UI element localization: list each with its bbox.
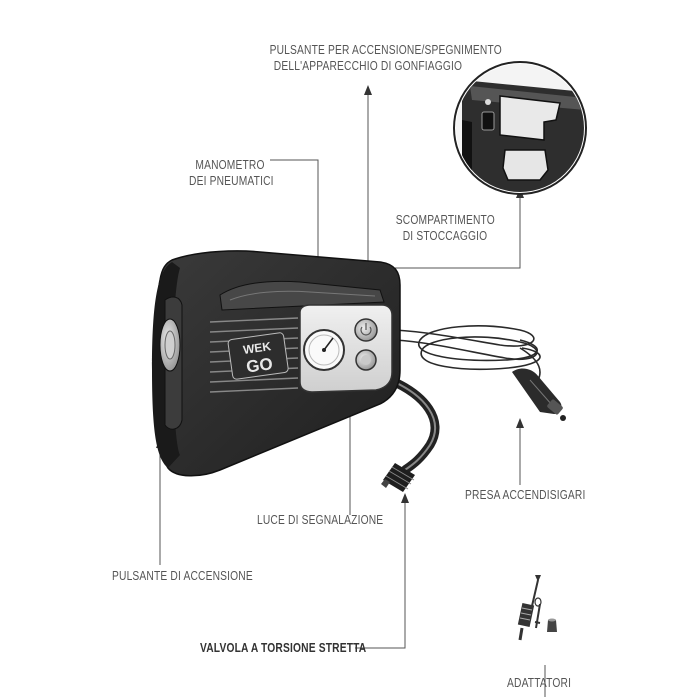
label-gauge: MANOMETRO DEI PNEUMATICI [189,157,274,189]
label-indicator: LUCE DI SEGNALAZIONE [257,513,384,527]
callout-line-valve [355,500,406,649]
air-hose [381,375,440,492]
label-gauge-line-1: MANOMETRO [195,158,265,172]
arrow-lighter-plug [516,418,524,428]
label-power-switch-line-2: DELL'APPARECCHIO DI GONFIAGGIO [273,59,463,73]
label-adapters: ADATTATORI [507,676,572,690]
brand-logo: WEK GO [227,332,289,380]
storage-inset [453,61,587,195]
label-power-switch-line-1: PULSANTE PER ACCENSIONE/SPEGNIMENTO [269,43,502,57]
label-lighter-plug: PRESA ACCENDISIGARI [465,488,586,502]
label-valve: VALVOLA A TORSIONE STRETTA [200,641,367,655]
adapters-illustration [517,575,557,641]
label-storage-line-1: SCOMPARTIMENTO [395,213,495,227]
brand-logo-wek: WEK [242,339,272,357]
label-storage-line-2: DI STOCCAGGIO [402,229,488,243]
brand-logo-go: GO [245,354,274,376]
compressor-device: WEK GO [152,250,566,492]
label-power-switch: PULSANTE PER ACCENSIONE/SPEGNIMENTO DELL… [269,42,502,74]
pressure-gauge [303,329,345,371]
indicator-light [355,349,377,371]
label-power-button: PULSANTE DI ACCENSIONE [112,569,253,583]
callout-line-storage [390,195,521,269]
power-switch [354,318,378,342]
label-gauge-line-2: DEI PNEUMATICI [189,174,274,188]
lighter-plug [512,368,566,421]
arrow-valve [401,493,409,503]
arrow-power-switch [364,85,372,95]
label-storage: SCOMPARTIMENTO DI STOCCAGGIO [395,212,495,244]
